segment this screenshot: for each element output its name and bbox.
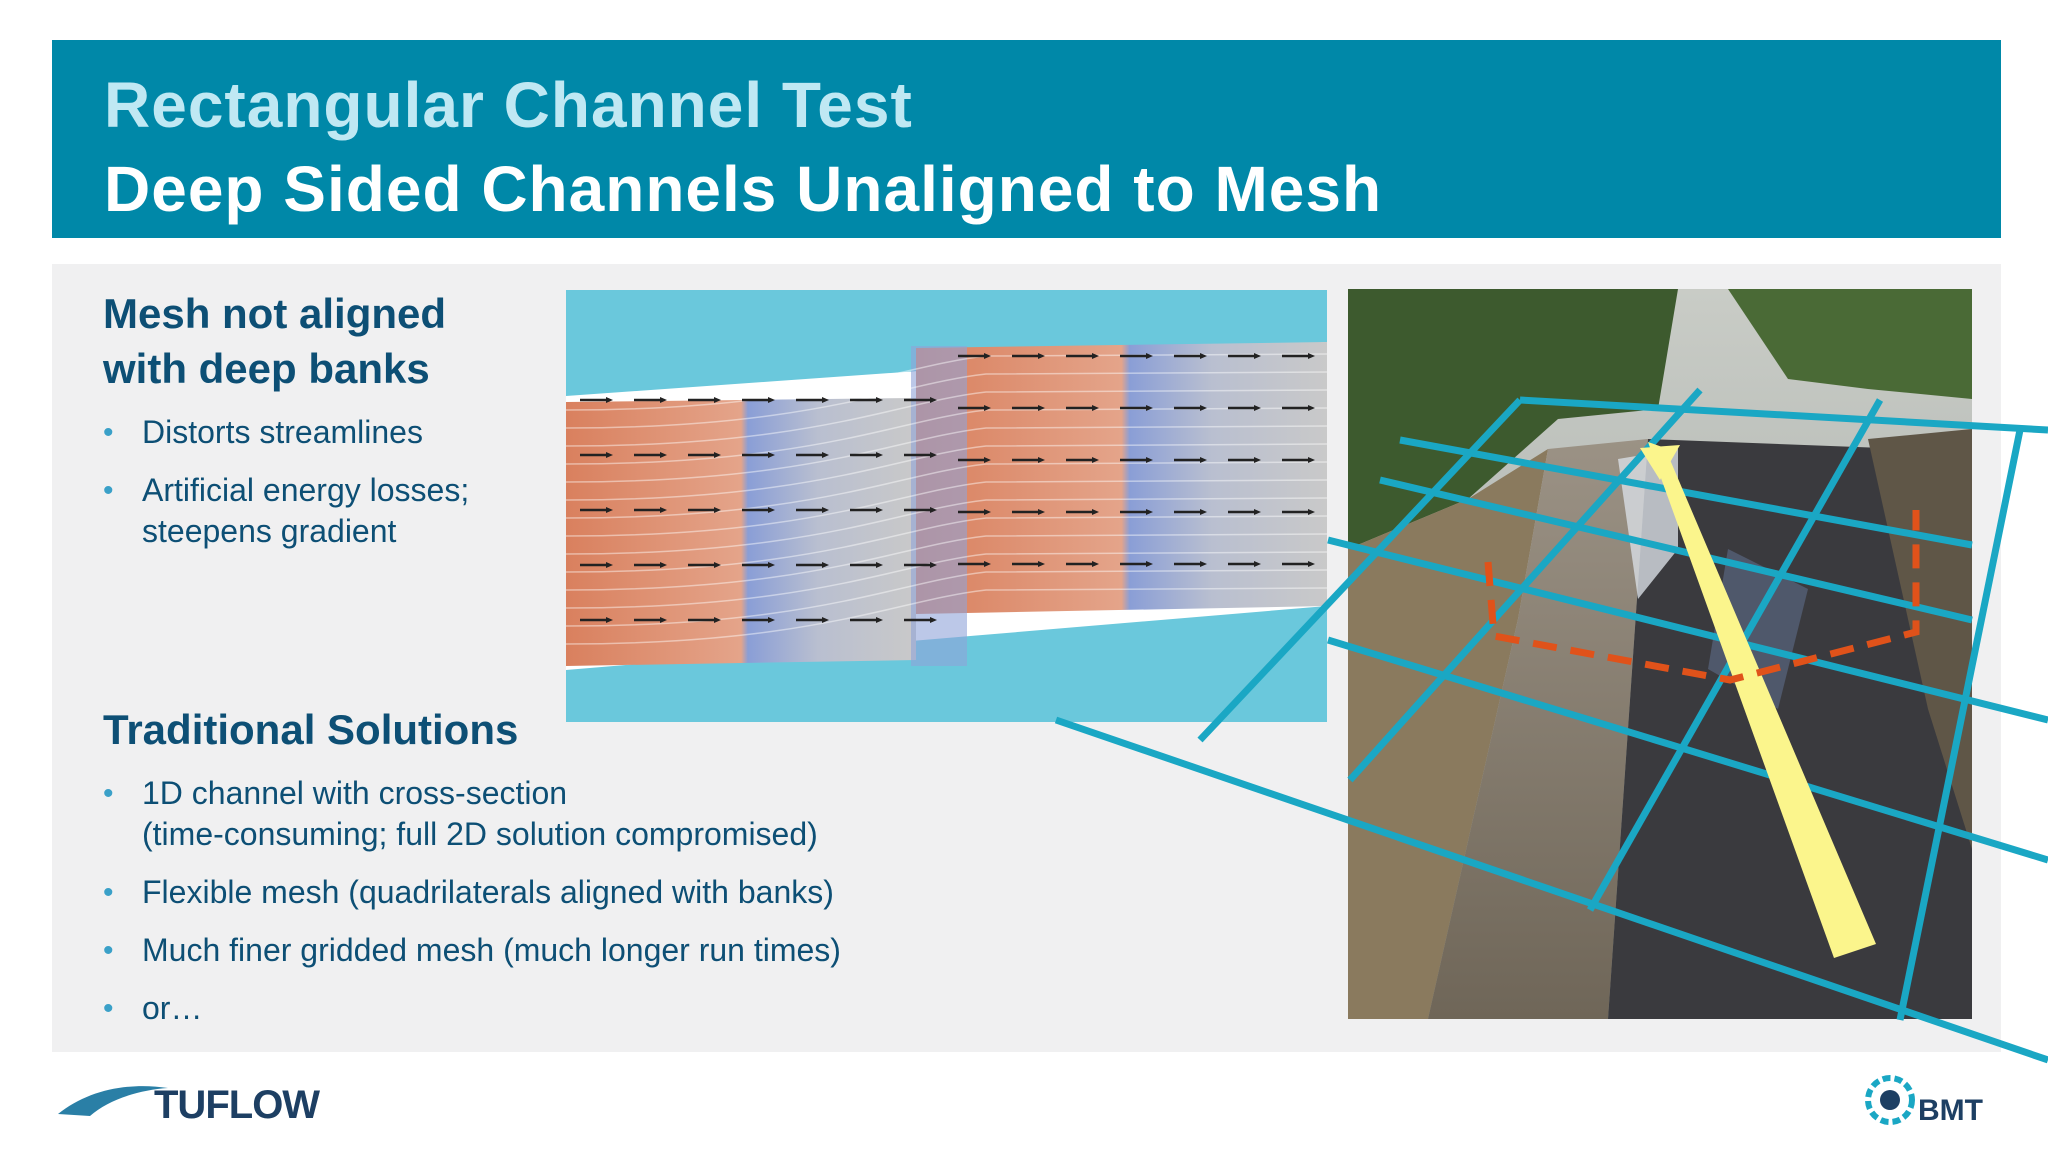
velocity-vector-head (1146, 561, 1153, 567)
streamline (566, 533, 1327, 591)
velocity-vector-head (714, 617, 721, 623)
velocity-vector-head (714, 397, 721, 403)
velocity-vector-head (876, 452, 883, 458)
velocity-vector-head (714, 452, 721, 458)
streamline (566, 515, 1327, 573)
mesh-cell-column (911, 346, 967, 666)
streamline (566, 371, 1327, 429)
list-item: Distorts streamlines (103, 412, 469, 453)
streamline (566, 443, 1327, 501)
velocity-vector-head (930, 452, 937, 458)
velocity-vector-head (1146, 353, 1153, 359)
wave-icon (58, 1086, 168, 1116)
streamline (566, 569, 1327, 627)
velocity-vector-head (606, 452, 613, 458)
streamline-model-figure (566, 290, 1327, 722)
photo-trees-right (1728, 289, 1972, 399)
bullet-list-solutions: 1D channel with cross-section(time-consu… (103, 773, 841, 1046)
streamline (566, 389, 1327, 447)
slide-title: Rectangular Channel Test (104, 69, 913, 141)
velocity-vector-head (660, 397, 667, 403)
title-bar: Rectangular Channel Test Deep Sided Chan… (52, 40, 2001, 238)
svg-text:TUFLOW: TUFLOW (154, 1083, 320, 1127)
velocity-vector-head (984, 457, 991, 463)
velocity-vector-head (1038, 561, 1045, 567)
velocity-vector-head (1038, 353, 1045, 359)
velocity-vector-head (1038, 405, 1045, 411)
velocity-vector-head (822, 507, 829, 513)
velocity-vector-head (876, 507, 883, 513)
velocity-vector-head (984, 509, 991, 515)
bmt-logo: BMT (1865, 1075, 1983, 1127)
velocity-vector-head (930, 507, 937, 513)
velocity-vector-head (660, 452, 667, 458)
tuflow-logo: TUFLOW (58, 1083, 321, 1127)
velocity-vector-head (768, 452, 775, 458)
velocity-vector-head (822, 617, 829, 623)
velocity-vector-head (660, 617, 667, 623)
velocity-vector-head (1308, 353, 1315, 359)
bullet-list-mesh: Distorts streamlines Artificial energy l… (103, 412, 469, 569)
velocity-vector-head (984, 405, 991, 411)
velocity-vector-head (1146, 405, 1153, 411)
list-item: Much finer gridded mesh (much longer run… (103, 930, 841, 971)
streamlines (566, 353, 1327, 645)
velocity-vector-head (1092, 457, 1099, 463)
section-heading-mesh: Mesh not aligned with deep banks (103, 290, 447, 392)
velocity-vector-head (984, 353, 991, 359)
velocity-vector-head (660, 507, 667, 513)
velocity-vector-head (930, 397, 937, 403)
streamline (566, 353, 1327, 411)
velocity-vector-head (822, 562, 829, 568)
velocity-vector-head (1254, 353, 1261, 359)
velocity-vector-head (1092, 561, 1099, 567)
velocity-vector-head (1200, 353, 1207, 359)
velocity-vector-head (1146, 457, 1153, 463)
velocity-vector-head (984, 561, 991, 567)
velocity-vector-head (876, 617, 883, 623)
velocity-vector-head (1038, 509, 1045, 515)
section-heading-solutions: Traditional Solutions (103, 706, 519, 753)
velocity-vector-head (930, 562, 937, 568)
velocity-vectors (580, 353, 1315, 623)
list-item: or… (103, 988, 841, 1029)
streamline (566, 587, 1327, 645)
velocity-vector-head (876, 397, 883, 403)
velocity-vector-head (768, 617, 775, 623)
velocity-vector-head (714, 507, 721, 513)
velocity-vector-head (606, 507, 613, 513)
slide-subtitle: Deep Sided Channels Unaligned to Mesh (104, 153, 1383, 225)
velocity-vector-head (768, 397, 775, 403)
streamline (566, 425, 1327, 483)
list-item: Artificial energy losses;steepens gradie… (103, 470, 469, 552)
velocity-vector-head (714, 562, 721, 568)
velocity-vector-head (1092, 405, 1099, 411)
velocity-vector-head (930, 617, 937, 623)
velocity-vector-head (822, 452, 829, 458)
velocity-field-left (566, 398, 916, 666)
list-item: 1D channel with cross-section(time-consu… (103, 773, 841, 855)
velocity-vector-head (1092, 509, 1099, 515)
list-item: Flexible mesh (quadrilaterals aligned wi… (103, 872, 841, 913)
velocity-vector-head (606, 617, 613, 623)
velocity-vector-head (768, 507, 775, 513)
streamline (566, 497, 1327, 555)
velocity-vector-head (1038, 457, 1045, 463)
streamline (566, 407, 1327, 465)
streamline (566, 461, 1327, 519)
velocity-vector-head (1146, 509, 1153, 515)
velocity-vector-head (1092, 353, 1099, 359)
svg-text:BMT: BMT (1918, 1094, 1983, 1127)
velocity-vector-head (876, 562, 883, 568)
velocity-vector-head (606, 562, 613, 568)
streamline (566, 551, 1327, 609)
globe-mark-icon (1865, 1075, 1915, 1125)
streamline (566, 479, 1327, 537)
velocity-vector-head (660, 562, 667, 568)
velocity-vector-head (606, 397, 613, 403)
channel-photo (1348, 289, 1972, 1019)
velocity-vector-head (768, 562, 775, 568)
velocity-vector-head (822, 397, 829, 403)
